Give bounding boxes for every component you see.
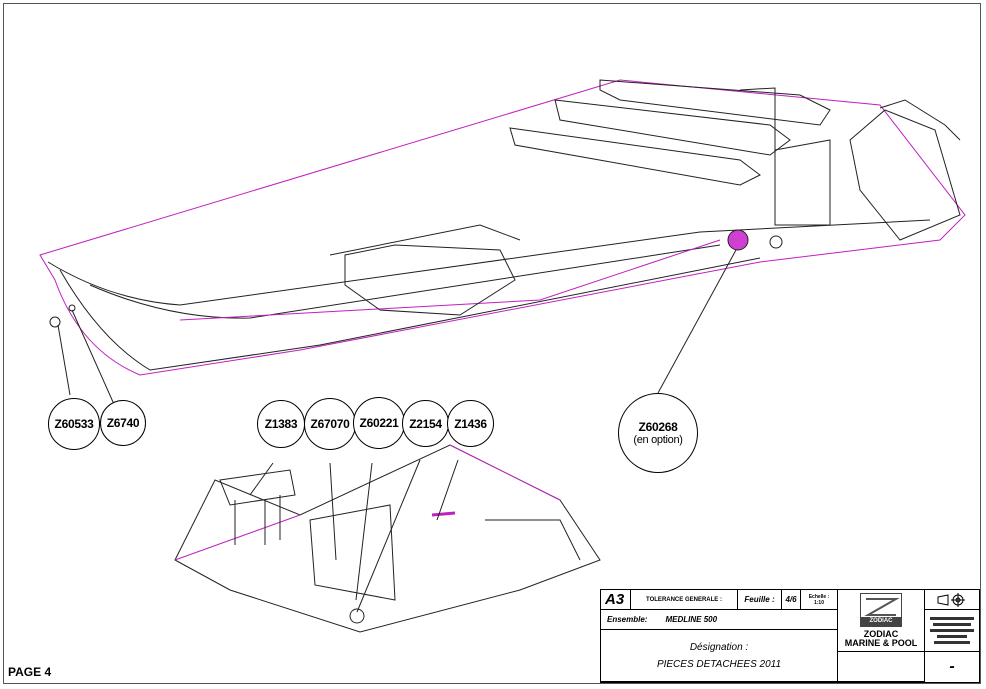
sheet-value: 4/6: [782, 590, 801, 610]
zodiac-z-mark-icon: [864, 598, 900, 616]
assembly-label: Ensemble:: [607, 615, 648, 624]
option-note: (en option): [633, 434, 683, 446]
main-hull-view: [39, 79, 966, 376]
callout-z1436: Z1436: [447, 400, 494, 447]
company-division: MARINE & POOL: [844, 638, 918, 648]
leader-lines: [57, 249, 737, 613]
company-name: ZODIAC: [863, 629, 899, 639]
designation-value: PIECES DETACHEES 2011: [656, 658, 782, 670]
tolerance-label: TOLERANCE GENERALE :: [631, 590, 738, 610]
scale-value: 1:10: [813, 599, 824, 606]
sheet-label: Feuille :: [738, 590, 782, 610]
page-label: PAGE 4: [8, 665, 52, 679]
revision: -: [949, 658, 955, 675]
part-number: Z2154: [409, 416, 442, 431]
assembly-value: MEDLINE 500: [665, 615, 718, 624]
format: A3: [601, 590, 631, 610]
detail-bow-view: [174, 444, 601, 633]
callout-z67070: Z67070: [304, 398, 356, 450]
designation-label: Désignation :: [689, 641, 749, 653]
scale: Echelle : 1:10: [801, 590, 838, 610]
callout-z2154: Z2154: [402, 400, 449, 447]
zodiac-logo-icon: ZODIAC: [860, 593, 902, 627]
part-number: Z60221: [359, 416, 399, 430]
part-number: Z1383: [264, 417, 298, 431]
title-block: A3 TOLERANCE GENERALE : Feuille : 4/6 Ec…: [600, 589, 980, 683]
logo-text: ZODIAC: [861, 617, 901, 626]
callout-z60221: Z60221: [353, 397, 405, 449]
callout-z60533: Z60533: [48, 398, 100, 450]
sheet-border: [3, 3, 981, 684]
part-number: Z60533: [54, 417, 94, 431]
part-number: Z6740: [106, 416, 140, 430]
callout-z60268: Z60268 (en option): [618, 393, 698, 473]
part-number: Z67070: [310, 417, 350, 431]
part-number: Z1436: [454, 416, 487, 431]
callout-z1383: Z1383: [257, 400, 305, 448]
company-logo: ZODIAC ZODIAC MARINE & POOL: [838, 590, 925, 652]
assembly-row: Ensemble: MEDLINE 500: [601, 610, 838, 630]
callout-z6740: Z6740: [100, 400, 146, 446]
designation: Désignation : PIECES DETACHEES 2011: [601, 630, 838, 682]
part-number: Z60268: [638, 420, 678, 434]
scale-label: Echelle :: [808, 593, 830, 600]
projection-symbol-icon: [925, 590, 979, 610]
empty-cell: [838, 652, 925, 682]
company-address: [925, 610, 979, 652]
